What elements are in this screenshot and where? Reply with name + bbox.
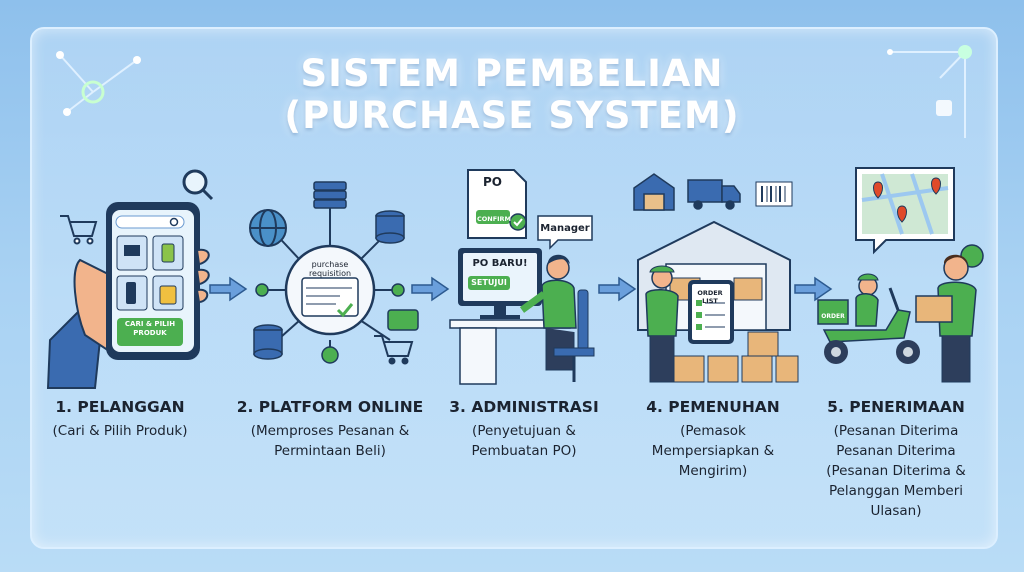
warehouse-icon: [633, 173, 675, 211]
step-1-description: (Cari & Pilih Produk): [52, 423, 188, 439]
arrow-right-icon: [794, 276, 833, 302]
arrow-right-icon: [411, 276, 450, 302]
customer-phone-illustration: [46, 169, 214, 389]
barcode-icon: [755, 181, 793, 207]
truck-icon: [687, 179, 741, 210]
fulfillment-illustration: [633, 173, 799, 383]
confirm-button: CONFIRM: [476, 215, 512, 223]
step-2-description: (Memproses Pesanan & Permintaan Beli): [250, 423, 410, 459]
credit-card-icon: [387, 309, 419, 331]
purchase-requisition-label: purchase requisition: [308, 260, 352, 278]
arrow-right-icon: [209, 276, 248, 302]
step-3-description: (Penyetujuan & Pembuatan PO): [471, 423, 577, 459]
platform-network-illustration: [249, 181, 419, 365]
globe-icon: [249, 209, 287, 247]
manager-bubble-label: Manager: [540, 223, 590, 234]
phone-search-button: CARI & PILIH PRODUK: [124, 320, 176, 337]
po-screen-title: PO BARU!: [472, 258, 528, 269]
map-pin-icon: [873, 177, 941, 223]
receiving-illustration: [817, 167, 984, 383]
database-icon: [375, 210, 405, 244]
step-4-title: 4. PEMENUHAN: [646, 398, 780, 416]
cart-icon: [60, 215, 98, 245]
cart-icon: [374, 335, 414, 365]
step-2-title: 2. PLATFORM ONLINE: [236, 398, 424, 416]
server-icon: [313, 181, 347, 209]
arrow-right-icon: [598, 276, 637, 302]
step-3-title: 3. ADMINISTRASI: [449, 398, 599, 416]
order-list-title: ORDER LIST: [697, 289, 723, 305]
po-document-label: PO: [483, 175, 502, 189]
network-decoration-right: [887, 45, 972, 138]
step-4-description: (Pemasok Mempersiapkan & Mengirim): [651, 423, 775, 479]
administration-illustration: [449, 169, 595, 385]
step-1-title: 1. PELANGGAN: [55, 398, 185, 416]
page-title-line1: SISTEM PEMBELIAN: [300, 52, 724, 95]
approve-button: SETUJUI: [471, 278, 507, 287]
database-icon: [253, 324, 283, 360]
search-icon: [182, 169, 214, 201]
network-decoration-left: [56, 51, 141, 116]
page-title-line2: (PURCHASE SYSTEM): [284, 94, 740, 137]
step-5-description: (Pesanan Diterima Pesanan Diterima (Pesa…: [826, 423, 966, 519]
order-box-label: ORDER: [821, 313, 845, 320]
step-5-title: 5. PENERIMAAN: [827, 398, 965, 416]
scooter-icon: [822, 287, 920, 364]
